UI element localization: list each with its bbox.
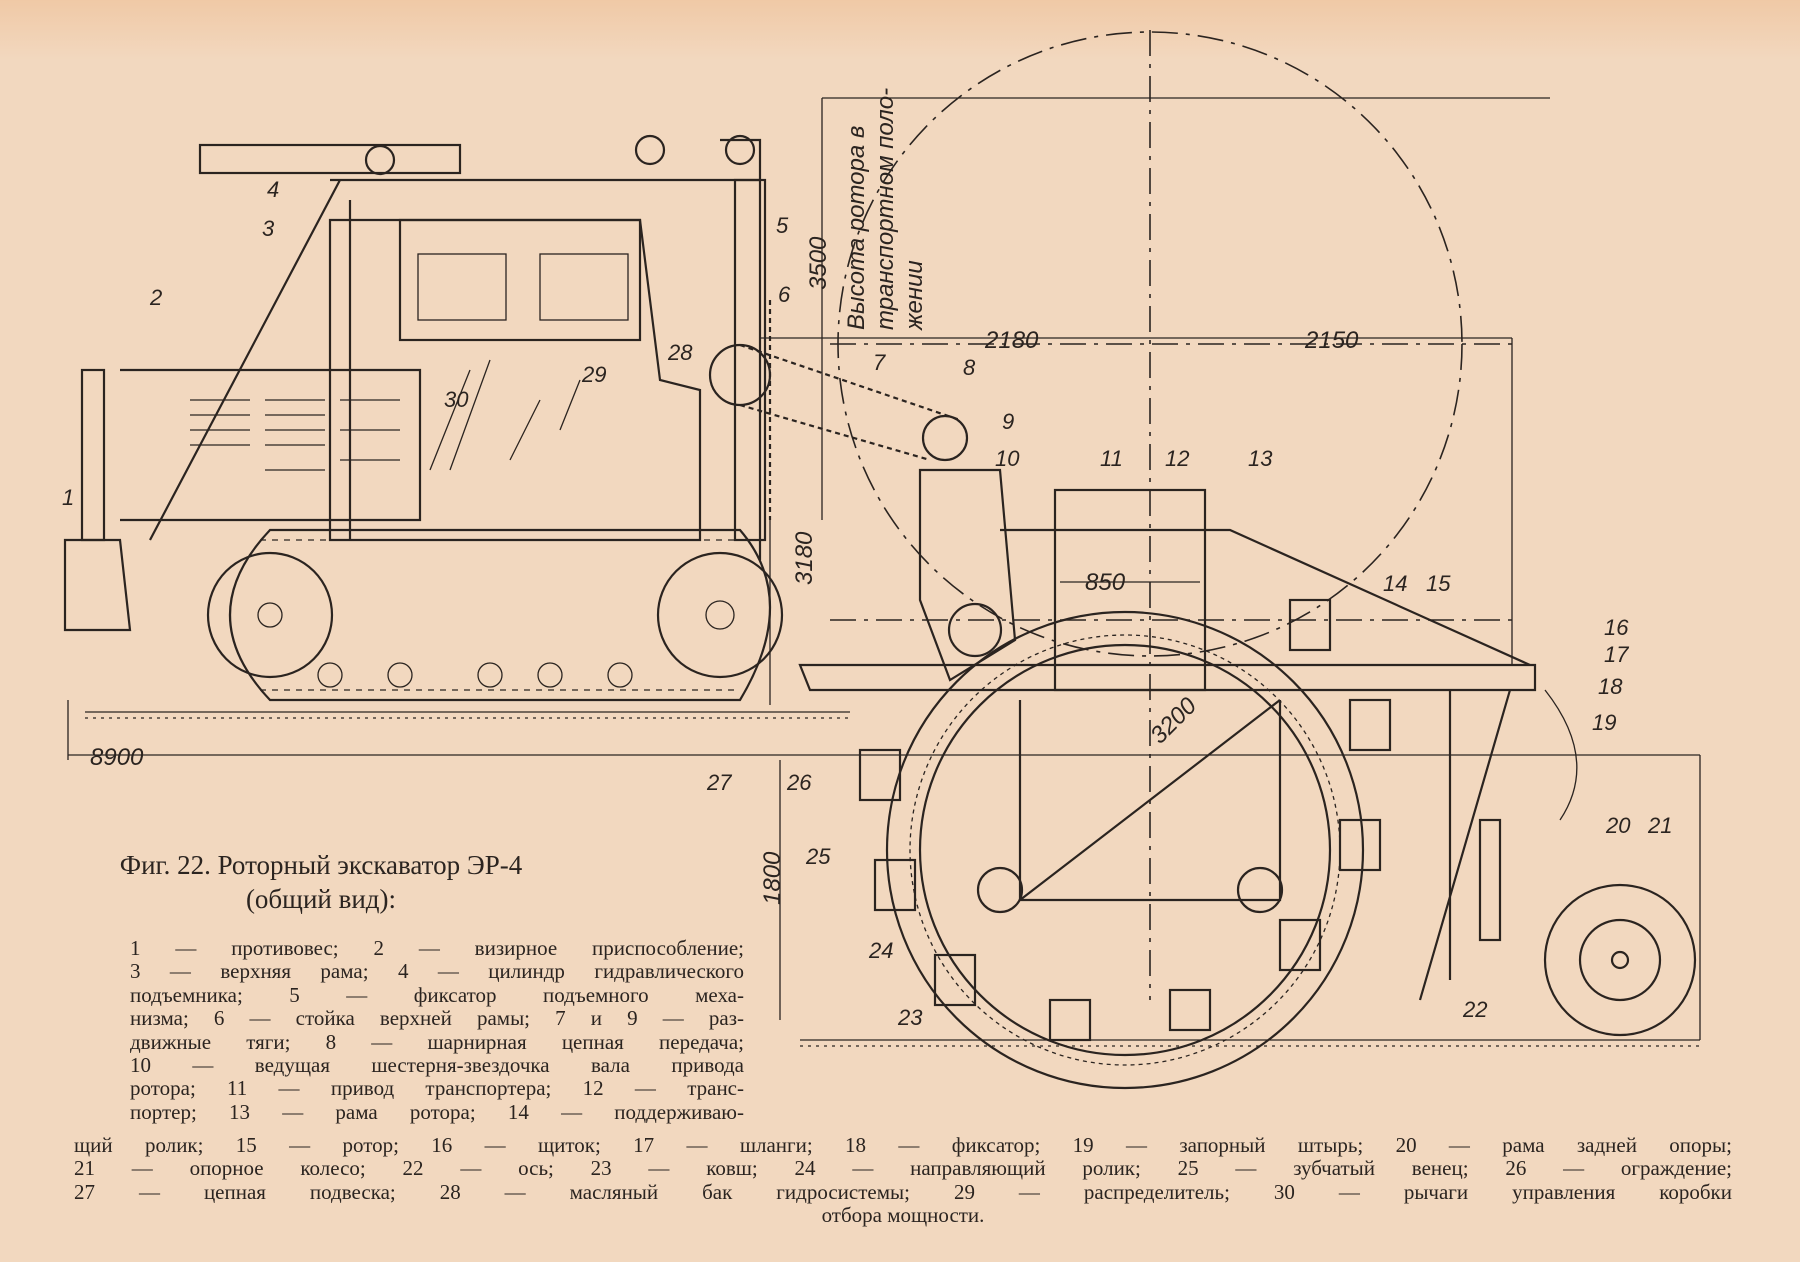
callout-21: 21 xyxy=(1647,813,1672,838)
callout-28: 28 xyxy=(667,340,693,365)
chain-drive xyxy=(708,300,1017,682)
legend-line: подъемника; 5 — фиксатор подъемного меха… xyxy=(130,982,744,1007)
legend-line: портер; 13 — рама ротора; 14 — поддержив… xyxy=(130,1099,744,1124)
callout-23: 23 xyxy=(897,1005,923,1030)
dim-2150: 2150 xyxy=(1304,327,1359,354)
callout-17: 17 xyxy=(1604,642,1629,667)
legend-line: 10 — ведущая шестерня-звездочка вала при… xyxy=(130,1053,744,1078)
legend-line: движные тяги; 8 — шарнирная цепная перед… xyxy=(130,1029,744,1054)
callout-13: 13 xyxy=(1248,446,1273,471)
callout-4: 4 xyxy=(267,177,279,202)
centerlines xyxy=(830,30,1520,1000)
callout-14: 14 xyxy=(1383,571,1407,596)
callout-18: 18 xyxy=(1598,674,1623,699)
figure-title-line-2: (общий вид): xyxy=(245,884,397,914)
callout-25: 25 xyxy=(805,844,831,869)
callout-29: 29 xyxy=(581,362,606,387)
callout-26: 26 xyxy=(786,770,812,795)
dimension-lines xyxy=(67,97,1701,1040)
dim-3500-note-3: жении xyxy=(901,260,928,331)
callout-8: 8 xyxy=(963,355,976,380)
rotor-wheel xyxy=(858,598,1392,1090)
callout-7: 7 xyxy=(873,350,886,375)
dim-850: 850 xyxy=(1085,569,1126,596)
callout-labels: 1 2 3 4 5 6 7 8 9 10 11 12 13 14 15 16 1… xyxy=(62,177,1672,1030)
rotor-frame xyxy=(798,488,1537,902)
callout-20: 20 xyxy=(1605,813,1631,838)
callout-6: 6 xyxy=(778,282,791,307)
callout-24: 24 xyxy=(868,938,893,963)
callout-1: 1 xyxy=(62,485,74,510)
callout-15: 15 xyxy=(1426,571,1451,596)
callout-30: 30 xyxy=(444,387,469,412)
dim-3500: 3500 xyxy=(805,236,832,290)
legend-line: низма; 6 — стойка верхней рамы; 7 и 9 — … xyxy=(130,1006,744,1031)
dim-3200: 3200 xyxy=(1145,692,1202,749)
callout-9: 9 xyxy=(1002,409,1014,434)
dim-2180: 2180 xyxy=(984,327,1039,354)
legend-line: 21 — опорное колесо; 22 — ось; 23 — ковш… xyxy=(74,1156,1732,1181)
callout-11: 11 xyxy=(1100,446,1123,471)
callout-10: 10 xyxy=(995,446,1020,471)
callout-3: 3 xyxy=(262,216,275,241)
figure-caption-title: Фиг. 22. Роторный экскаватор ЭР-4 (общий… xyxy=(86,848,556,916)
legend-line: щий ролик; 15 — ротор; 16 — щиток; 17 — … xyxy=(74,1133,1732,1157)
legend-full-width: щий ролик; 15 — ротор; 16 — щиток; 17 — … xyxy=(74,1133,1732,1228)
legend-line: 1 — противовес; 2 — визирное приспособле… xyxy=(130,936,744,960)
legend-left-column: 1 — противовес; 2 — визирное приспособле… xyxy=(130,936,744,1124)
paper-top-band xyxy=(0,0,1800,60)
callout-16: 16 xyxy=(1604,615,1629,640)
callout-22: 22 xyxy=(1462,997,1487,1022)
callout-2: 2 xyxy=(149,285,162,310)
callout-27: 27 xyxy=(706,770,732,795)
legend-line: 27 — цепная подвеска; 28 — масляный бак … xyxy=(74,1179,1732,1204)
legend-line: отбора мощности. xyxy=(821,1203,985,1228)
legend-line: ротора; 11 — привод транспортера; 12 — т… xyxy=(130,1076,744,1101)
figure-title-line-1: Фиг. 22. Роторный экскаватор ЭР-4 xyxy=(119,850,523,880)
callout-5: 5 xyxy=(776,213,789,238)
callout-12: 12 xyxy=(1165,446,1189,471)
callout-19: 19 xyxy=(1592,710,1616,735)
dim-8900: 8900 xyxy=(90,744,144,771)
ground-line xyxy=(85,711,1700,1047)
legend-line: 3 — верхняя рама; 4 — цилиндр гидравличе… xyxy=(130,959,744,984)
tractor xyxy=(63,134,784,702)
dim-3500-note-2: транспортном поло- xyxy=(872,88,899,330)
dim-1800: 1800 xyxy=(759,851,786,905)
dim-3180: 3180 xyxy=(791,531,818,585)
dim-3500-note-1: Высота ротора в xyxy=(843,126,870,330)
rear-support xyxy=(1418,689,1697,1037)
